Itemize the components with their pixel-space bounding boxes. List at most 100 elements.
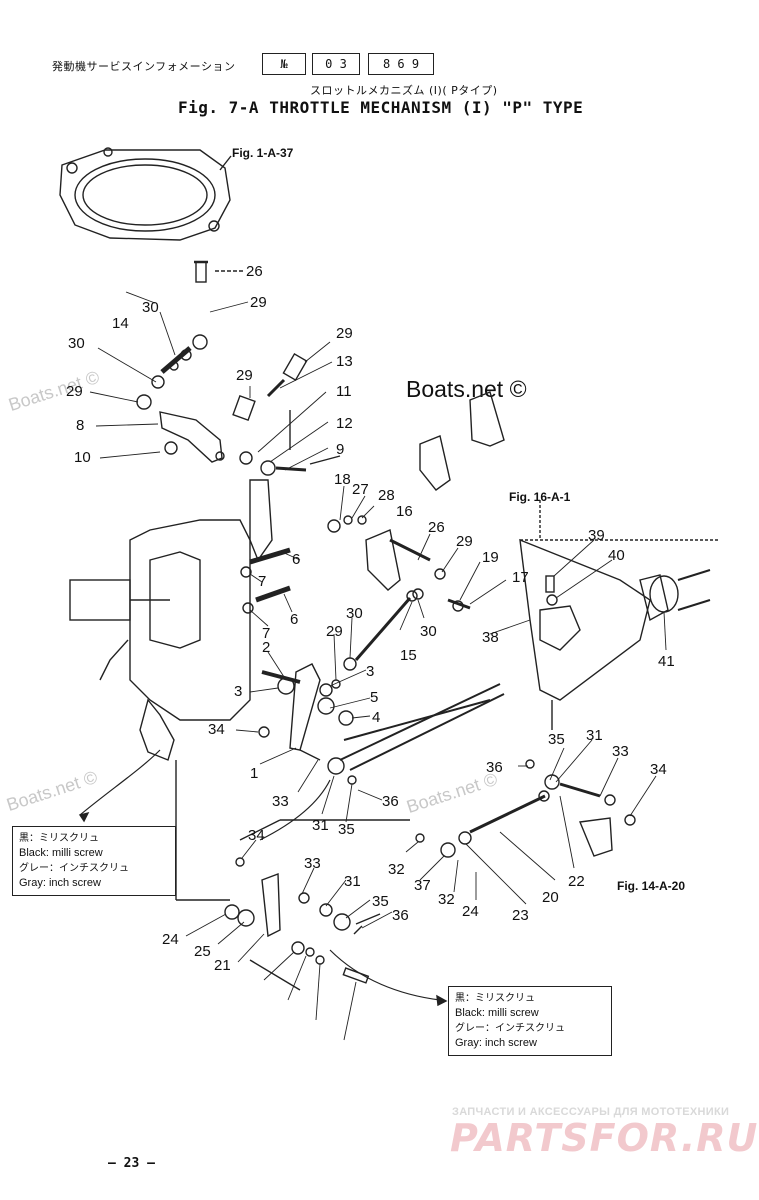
part-number: 36 <box>382 793 399 810</box>
legend-left-gray: Gray: inch screw <box>19 877 101 889</box>
legend-right-jp-gray: グレー：インチスクリュ <box>455 1023 565 1034</box>
part-number: 38 <box>482 629 499 646</box>
footer-logo: PARTSFOR.RU <box>450 1116 759 1160</box>
legend-right-jp-black: 黒：ミリスクリュ <box>455 993 535 1004</box>
part-number: 9 <box>336 441 344 458</box>
part-number: 7 <box>258 573 266 590</box>
part-number: 31 <box>312 817 329 834</box>
part-number: 3 <box>366 663 374 680</box>
legend-left-jp-black: 黒：ミリスクリュ <box>19 833 99 844</box>
part-number: 22 <box>568 873 585 890</box>
part-number: 24 <box>462 903 479 920</box>
lower-left-linkage <box>224 819 410 991</box>
bracket-38-41 <box>519 500 720 730</box>
part-number: 30 <box>142 299 159 316</box>
legend-left-jp-gray: グレー：インチスクリュ <box>19 863 129 874</box>
part-number: 5 <box>370 689 378 706</box>
part-number: 8 <box>76 417 84 434</box>
header-box-date: 8 6 9 <box>368 53 434 75</box>
legend-right: 黒：ミリスクリュ Black: milli screw グレー：インチスクリュ … <box>448 986 612 1056</box>
part-number: 32 <box>388 861 405 878</box>
lower-right-linkage <box>415 759 636 858</box>
throttle-cables <box>327 683 505 785</box>
part-number: 30 <box>346 605 363 622</box>
part-number: 36 <box>392 907 409 924</box>
part-number: 33 <box>272 793 289 810</box>
part-number: 7 <box>262 625 270 642</box>
part-number: 17 <box>512 569 529 586</box>
footer-ru-text: ЗАПЧАСТИ И АКСЕССУАРЫ ДЛЯ МОТОТЕХНИКИ <box>452 1106 730 1118</box>
part-number: 3 <box>234 683 242 700</box>
leader-arrow-right <box>436 994 448 1007</box>
lever-assembly <box>258 663 354 761</box>
part-number: 16 <box>396 503 413 520</box>
part-number: 19 <box>482 549 499 566</box>
part-number: 13 <box>336 353 353 370</box>
cable-leader-right <box>329 949 441 1001</box>
part-number: 30 <box>68 335 85 352</box>
part-number: 12 <box>336 415 353 432</box>
leader-lines <box>89 291 667 1041</box>
legend-right-black: Black: milli screw <box>455 1007 539 1019</box>
housing-gasket <box>59 147 232 241</box>
leader-arrow-left <box>78 811 90 823</box>
engine-block <box>69 479 273 901</box>
cable-leader-left <box>79 749 161 816</box>
fig-ref-16a1: Fig. 16-A-1 <box>509 490 571 504</box>
part-number: 29 <box>456 533 473 550</box>
legend-right-gray: Gray: inch screw <box>455 1037 537 1049</box>
bolts-6-7 <box>240 547 291 614</box>
part-number: 29 <box>250 294 267 311</box>
plate-16 <box>327 391 505 612</box>
part-number: 6 <box>290 611 298 628</box>
part-number: 31 <box>344 873 361 890</box>
part-number: 24 <box>162 931 179 948</box>
service-info-label: 発動機サービスインフォメーション <box>52 60 236 73</box>
part-number: 6 <box>292 551 300 568</box>
part-number: 29 <box>336 325 353 342</box>
legend-left: 黒：ミリスクリュ Black: milli screw グレー：インチスクリュ … <box>12 826 176 896</box>
part-number: 39 <box>588 527 605 544</box>
part-number: 29 <box>326 623 343 640</box>
part-number: 27 <box>352 481 369 498</box>
header-box-number: № <box>262 53 306 75</box>
part-number: 30 <box>420 623 437 640</box>
part-number: 33 <box>304 855 321 872</box>
part-number: 33 <box>612 743 629 760</box>
page-title: Fig. 7-A THROTTLE MECHANISM (I) "P" TYPE <box>178 98 584 117</box>
part-number: 20 <box>542 889 559 906</box>
part-number: 21 <box>214 957 231 974</box>
part-number: 29 <box>66 383 83 400</box>
part-number: 35 <box>338 821 355 838</box>
part-number: 35 <box>372 893 389 910</box>
part-number: 34 <box>650 761 667 778</box>
fig-ref-1a37: Fig. 1-A-37 <box>232 146 294 160</box>
subtitle-jp: スロットルメカニズム (I)( Pタイプ) <box>310 84 498 97</box>
header-box-code: 0 3 <box>312 53 360 75</box>
part-number: 37 <box>414 877 431 894</box>
watermark-main: Boats.net © <box>406 376 527 402</box>
part-number: 29 <box>236 367 253 384</box>
part-number: 32 <box>438 891 455 908</box>
part-number: 14 <box>112 315 129 332</box>
part-number: 1 <box>250 765 258 782</box>
part-number: 10 <box>74 449 91 466</box>
part-number: 18 <box>334 471 351 488</box>
part-number: 4 <box>372 709 380 726</box>
part-number: 23 <box>512 907 529 924</box>
part-number: 25 <box>194 943 211 960</box>
page-number: — 23 — <box>108 1156 155 1171</box>
part-number: 35 <box>548 731 565 748</box>
part-number: 36 <box>486 759 503 776</box>
upper-linkage <box>136 334 341 476</box>
part-number: 15 <box>400 647 417 664</box>
part-number: 31 <box>586 727 603 744</box>
part-number: 2 <box>262 639 270 656</box>
part-number: 28 <box>378 487 395 504</box>
part-number: 26 <box>246 263 263 280</box>
part-number: 34 <box>208 721 225 738</box>
part-number: 40 <box>608 547 625 564</box>
part-number-labels: 26 29 30 14 30 29 29 13 29 11 8 12 10 9 … <box>66 263 675 974</box>
part-number: 11 <box>336 383 352 400</box>
